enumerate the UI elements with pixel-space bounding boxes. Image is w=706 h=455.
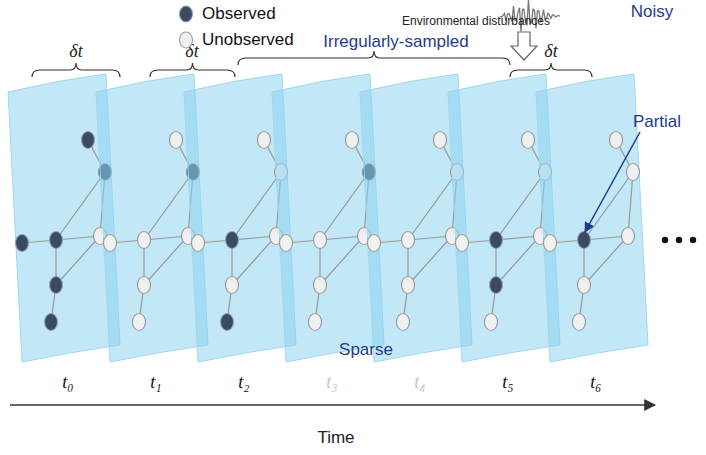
- continuation-dot: [690, 237, 696, 243]
- time-step-label: t₃: [326, 373, 337, 393]
- partial-leader: [585, 132, 640, 232]
- sampling-note: Irregularly-sampled: [323, 33, 469, 52]
- observed-node: [82, 132, 95, 149]
- graph-sheet: [536, 74, 648, 362]
- time-step-label: t₀: [62, 373, 73, 393]
- unobserved-node: [397, 314, 410, 331]
- unobserved-node: [434, 132, 447, 149]
- unobserved-node: [138, 277, 151, 294]
- unobserved-node: [544, 235, 557, 252]
- unobserved-node: [573, 314, 586, 331]
- observed-node: [578, 232, 591, 249]
- time-step-label: t₁: [150, 373, 161, 393]
- unobserved-node: [314, 232, 327, 249]
- unobserved-node: [138, 232, 151, 249]
- time-step-label: t₆: [590, 373, 601, 393]
- noise-title: Noisy: [631, 3, 674, 22]
- partial-note: Partial: [633, 113, 681, 132]
- observed-node: [50, 232, 63, 249]
- observed-node: [45, 314, 58, 331]
- graph-edge: [628, 172, 633, 236]
- observed-node: [16, 235, 29, 252]
- time-step-label: t₅: [502, 373, 513, 393]
- unobserved-node: [192, 235, 205, 252]
- legend-text: Unobserved: [202, 31, 294, 50]
- time-axis: [10, 404, 655, 406]
- unobserved-node: [104, 235, 117, 252]
- observed-node: [490, 277, 503, 294]
- observed-node: [50, 277, 63, 294]
- sparse-note: Sparse: [339, 341, 393, 360]
- observed-node: [221, 314, 234, 331]
- continuation-dot: [676, 237, 682, 243]
- unobserved-node: [258, 132, 271, 149]
- unobserved-node: [133, 314, 146, 331]
- axis-title: Time: [317, 429, 354, 448]
- continuation-dot: [662, 237, 668, 243]
- disturbance-arrow: [511, 32, 537, 60]
- graph-sheets: [8, 74, 648, 362]
- interval-label: δt: [69, 42, 82, 62]
- interval-brace: [238, 51, 510, 65]
- interval-label: δt: [544, 42, 557, 62]
- unobserved-node: [627, 164, 640, 181]
- unobserved-node: [402, 277, 415, 294]
- unobserved-node: [346, 132, 359, 149]
- unobserved-node: [170, 132, 183, 149]
- time-sheet: [536, 74, 648, 362]
- unobserved-node: [402, 232, 415, 249]
- interval-brace: [32, 63, 120, 77]
- unobserved-node: [314, 277, 327, 294]
- unobserved-node: [485, 314, 498, 331]
- time-step-label: t₄: [414, 373, 425, 393]
- legend-swatch: [179, 32, 193, 49]
- time-step-label: t₂: [238, 373, 249, 393]
- legend-swatch: [179, 6, 193, 23]
- unobserved-node: [622, 228, 635, 245]
- unobserved-node: [456, 235, 469, 252]
- unobserved-node: [280, 235, 293, 252]
- unobserved-node: [522, 132, 535, 149]
- unobserved-node: [610, 132, 623, 149]
- legend-text: Observed: [202, 5, 276, 24]
- unobserved-node: [368, 235, 381, 252]
- interval-brace: [150, 63, 235, 77]
- unobserved-node: [578, 277, 591, 294]
- interval-brace: [510, 63, 592, 77]
- observed-node: [490, 232, 503, 249]
- unobserved-node: [226, 277, 239, 294]
- disturbance-note: Environmental disturbances: [402, 15, 550, 28]
- unobserved-node: [309, 314, 322, 331]
- observed-node: [226, 232, 239, 249]
